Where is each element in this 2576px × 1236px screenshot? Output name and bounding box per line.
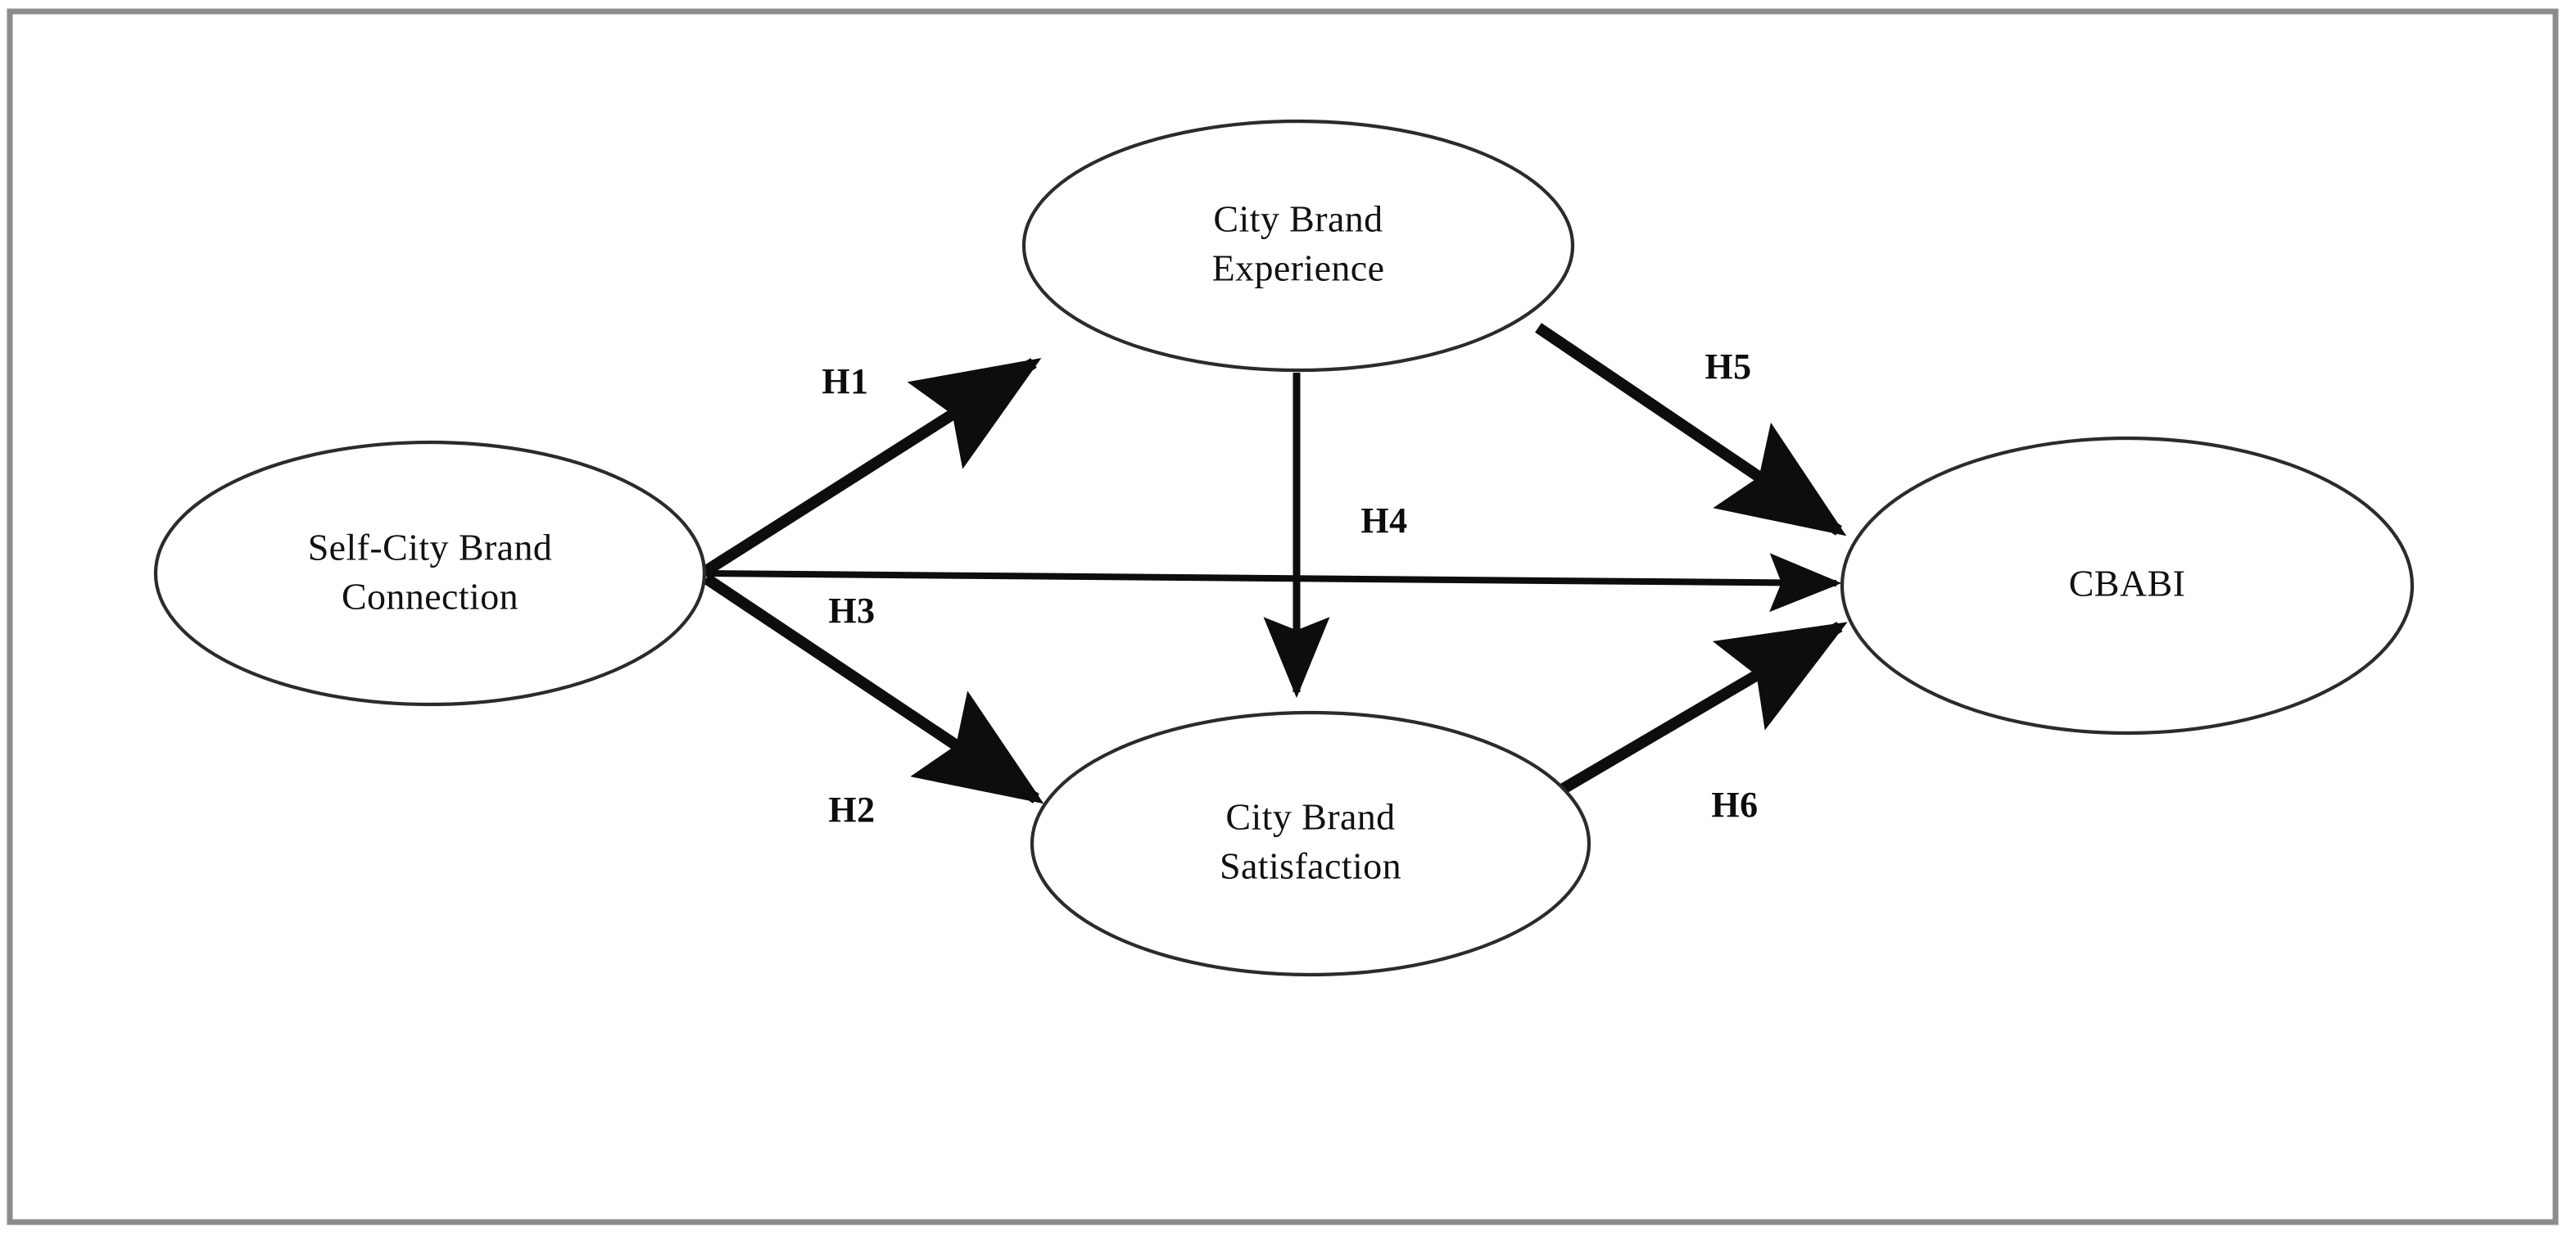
node-label-scbc-line2: Connection xyxy=(342,576,518,618)
edge-label-h1: H1 xyxy=(822,361,868,401)
edge-label-h3: H3 xyxy=(828,591,875,631)
edge-label-h5: H5 xyxy=(1705,346,1751,387)
node-label-scbc-line1: Self-City Brand xyxy=(308,527,553,568)
node-label-cbabi: CBABI xyxy=(2069,563,2186,604)
edge-h1-line xyxy=(703,357,1042,576)
edge-h6: H6 xyxy=(1557,621,1848,825)
node-ellipse-cbabi xyxy=(1840,436,2415,736)
edge-h5-line xyxy=(1535,323,1847,537)
edge-h4: H4 xyxy=(1263,373,1407,699)
node-label-cbe-line2: Experience xyxy=(1212,247,1385,289)
figure-border xyxy=(7,8,2559,1225)
node-ellipse-cbs xyxy=(1030,710,1591,977)
node-city-brand-satisfaction[interactable]: City Brand Satisfaction xyxy=(1030,710,1591,977)
edge-h1: H1 xyxy=(703,357,1042,576)
edge-label-h6: H6 xyxy=(1711,785,1758,825)
edge-h2: H2 xyxy=(703,573,1044,830)
edge-h5: H5 xyxy=(1535,323,1847,537)
node-self-city-brand-connection[interactable]: Self-City Brand Connection xyxy=(153,440,707,707)
node-ellipse-cbe xyxy=(1021,119,1575,373)
node-label-cbs-line1: City Brand xyxy=(1225,796,1395,838)
node-label-cbe-line1: City Brand xyxy=(1213,198,1383,240)
node-ellipse-scbc xyxy=(153,440,707,707)
edge-h3: H3 xyxy=(705,553,1842,631)
edge-h6-line xyxy=(1557,621,1848,796)
node-cbabi[interactable]: CBABI xyxy=(1840,436,2415,736)
node-label-cbs-line2: Satisfaction xyxy=(1220,845,1401,887)
node-city-brand-experience[interactable]: City Brand Experience xyxy=(1021,119,1575,373)
edge-h3-line xyxy=(705,553,1842,613)
edge-h2-line xyxy=(703,573,1044,804)
edge-label-h4: H4 xyxy=(1360,500,1407,541)
edge-label-h2: H2 xyxy=(828,790,875,830)
